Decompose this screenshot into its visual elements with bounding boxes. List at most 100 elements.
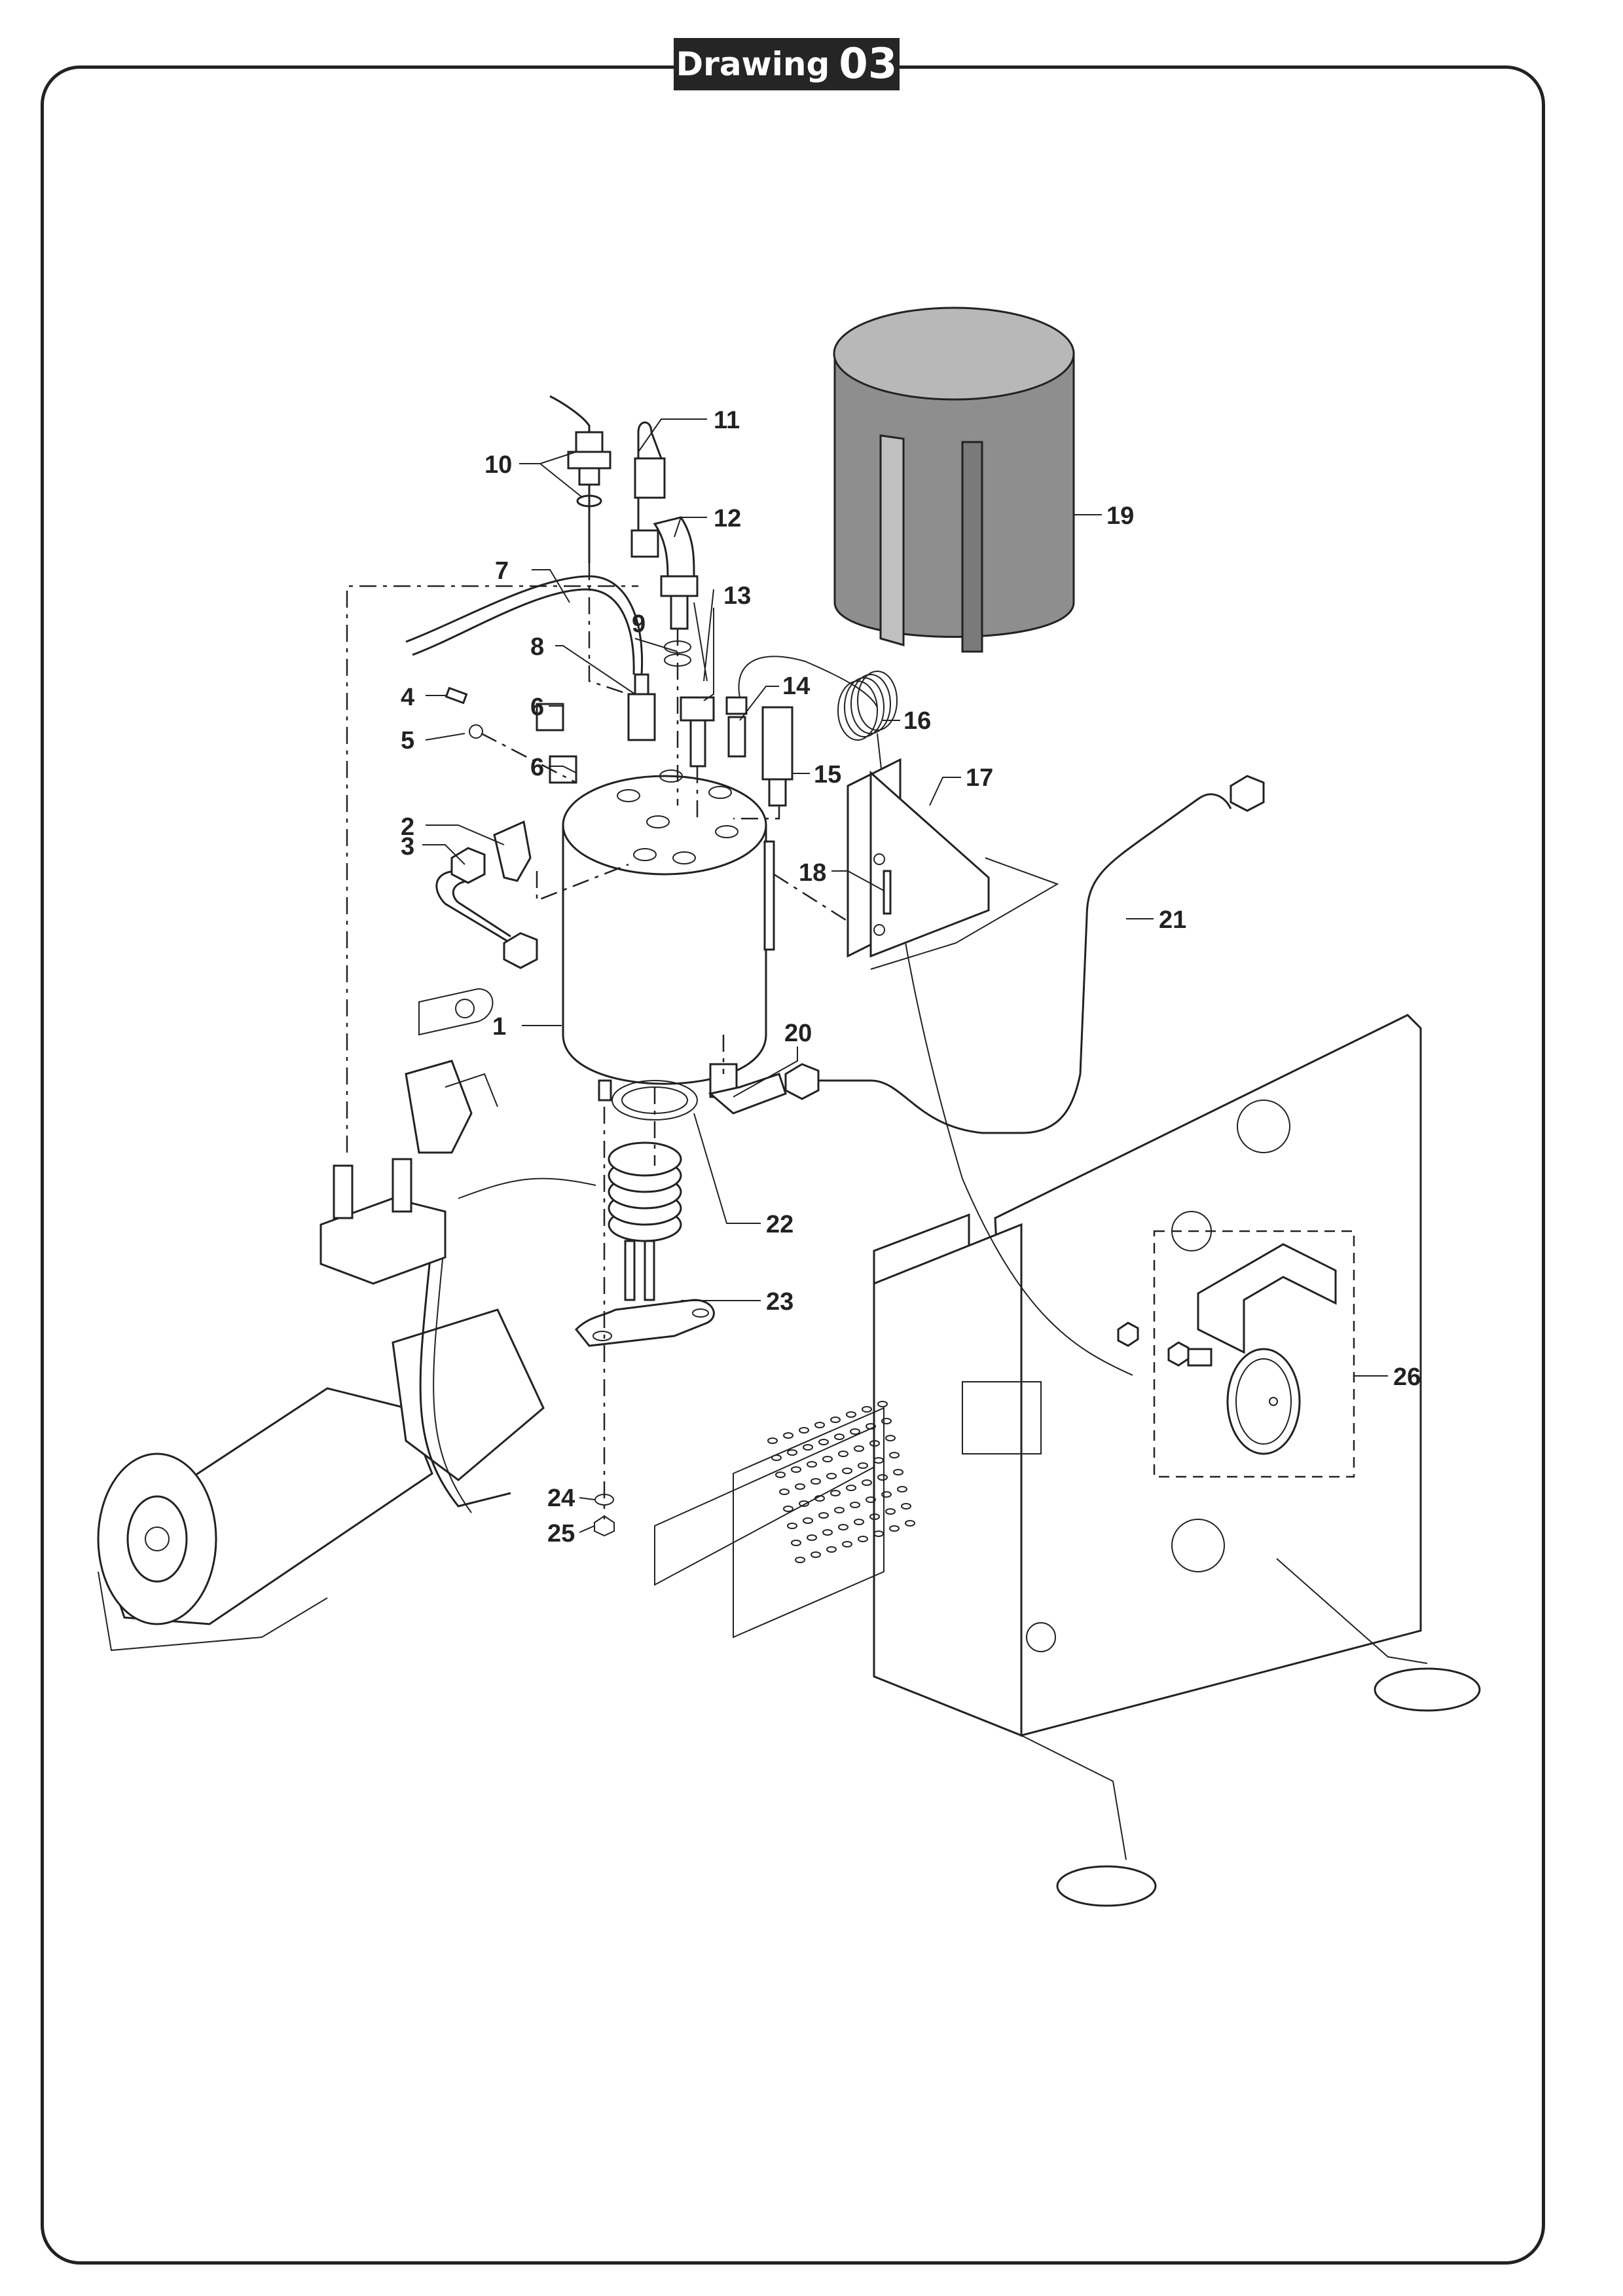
capillary-coil: [837, 671, 898, 741]
tray-hole: [795, 1483, 805, 1490]
part-label-6b: 6: [530, 754, 544, 781]
part-label-21: 21: [1159, 906, 1186, 934]
tray-hole: [771, 1454, 782, 1461]
tray-hole: [799, 1500, 809, 1507]
tray-hole: [873, 1457, 884, 1464]
tray-hole: [834, 1507, 845, 1513]
part-label-25: 25: [547, 1520, 575, 1547]
boiler: [562, 769, 775, 1102]
tray-hole: [842, 1541, 852, 1547]
tray-hole: [877, 1401, 888, 1407]
assembly-lines: [346, 563, 852, 1519]
part-label-26: 26: [1393, 1363, 1421, 1391]
top-fittings: [405, 395, 1133, 1376]
tray-hole: [822, 1456, 833, 1462]
tray-hole: [783, 1432, 793, 1439]
tray-hole: [838, 1524, 848, 1530]
tray-hole: [791, 1540, 801, 1546]
tray-hole: [905, 1520, 915, 1527]
tray-hole: [893, 1469, 903, 1475]
tray-hole: [850, 1428, 860, 1435]
tray-hole: [787, 1523, 797, 1529]
part-label-13: 13: [723, 582, 751, 610]
tray-hole: [826, 1546, 837, 1553]
tray-hole: [814, 1495, 825, 1502]
part-label-20: 20: [784, 1020, 812, 1047]
tray-hole: [818, 1512, 829, 1519]
tray-hole: [881, 1418, 892, 1424]
part-label-16: 16: [903, 707, 931, 735]
tray-hole: [795, 1557, 805, 1563]
tray-hole: [803, 1517, 813, 1524]
tray-hole: [869, 1440, 880, 1447]
tray-hole: [901, 1503, 911, 1509]
solenoid-valve: [319, 988, 596, 1285]
tray-hole: [799, 1427, 809, 1434]
tray-hole: [791, 1466, 801, 1473]
part-label-15: 15: [814, 761, 841, 788]
tray-hole: [858, 1462, 868, 1469]
drawing-title: Drawing 03: [674, 38, 900, 90]
tray-hole: [885, 1508, 896, 1515]
part-label-17: 17: [966, 764, 993, 792]
tray-hole: [842, 1468, 852, 1474]
pressure-gauge-assembly: [1117, 1230, 1355, 1478]
tray-hole: [897, 1486, 907, 1492]
tray-hole: [850, 1502, 860, 1508]
tray-hole: [807, 1534, 817, 1541]
part-label-14: 14: [782, 673, 810, 700]
tray-hole: [767, 1437, 778, 1444]
part-label-22: 22: [766, 1211, 793, 1238]
part-label-12: 12: [714, 505, 741, 532]
tray-hole: [866, 1423, 876, 1430]
part-label-24: 24: [547, 1485, 575, 1512]
part-label-19: 19: [1106, 502, 1134, 530]
part-label-9: 9: [632, 610, 646, 638]
mounting-bracket: [847, 758, 1059, 970]
tray-hole: [783, 1506, 793, 1512]
elbow-and-pipe: [435, 820, 538, 969]
tray-hole: [830, 1490, 841, 1496]
tray-hole: [854, 1519, 864, 1525]
tray-hole: [775, 1472, 786, 1478]
tray-hole: [814, 1422, 825, 1428]
machine-chassis: [654, 1014, 1481, 1907]
part-label-8: 8: [530, 633, 544, 661]
tray-hole: [822, 1529, 833, 1536]
part-label-1: 1: [492, 1013, 506, 1041]
tray-hole: [866, 1496, 876, 1503]
part-label-11: 11: [714, 407, 740, 434]
part-label-2: 2: [401, 813, 414, 841]
tray-hole: [826, 1473, 837, 1479]
part-label-4: 4: [401, 684, 414, 711]
part-label-3: 3: [401, 833, 414, 861]
tray-hole: [834, 1434, 845, 1440]
tray-hole: [873, 1530, 884, 1537]
tray-hole: [846, 1411, 856, 1418]
part-label-6a: 6: [530, 694, 544, 721]
tray-hole: [811, 1551, 821, 1558]
part-label-23: 23: [766, 1288, 793, 1316]
tray-hole: [881, 1491, 892, 1498]
drip-tray: [733, 1401, 915, 1639]
part-label-5: 5: [401, 727, 414, 754]
tray-hole: [869, 1513, 880, 1520]
tray-hole: [830, 1416, 841, 1423]
elbow-and-pipe-right: [708, 775, 1265, 1134]
gasket-and-heating-element: [574, 1080, 715, 1537]
tray-hole: [889, 1452, 900, 1458]
part-label-18: 18: [799, 859, 826, 887]
tray-hole: [858, 1536, 868, 1542]
part-label-7: 7: [495, 557, 509, 585]
tray-hole: [838, 1451, 848, 1457]
tray-hole: [877, 1474, 888, 1481]
tray-hole: [846, 1485, 856, 1491]
part-labels: 1 2 3 4 5 6 6 7 8 9 10 11 12 13 14 15 16…: [401, 407, 1421, 1547]
tray-hole: [807, 1461, 817, 1468]
tray-hole: [803, 1444, 813, 1451]
drawing-title-word: Drawing: [676, 45, 830, 83]
tray-hole: [787, 1449, 797, 1456]
insulation-sleeve: [833, 306, 1075, 653]
tray-hole: [889, 1525, 900, 1532]
